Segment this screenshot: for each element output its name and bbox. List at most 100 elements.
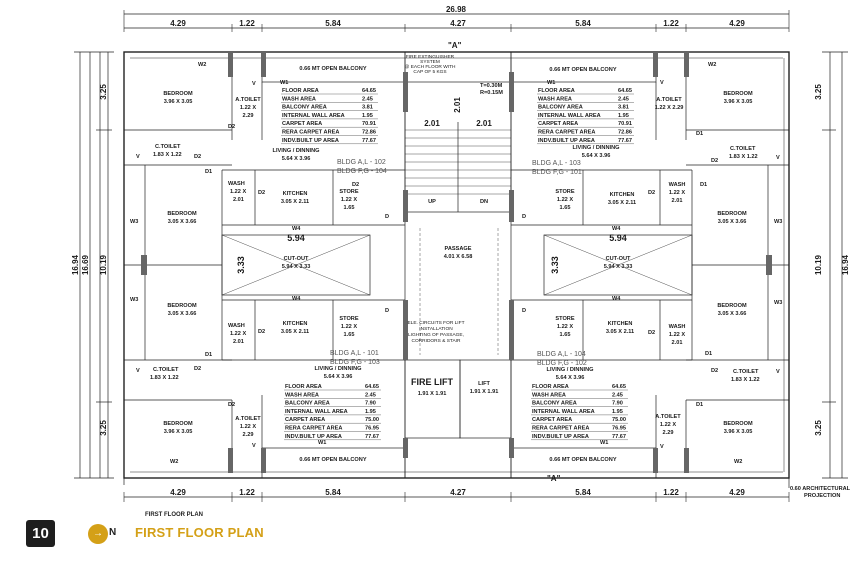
dim-bottom-5: 5.84 [575,488,591,497]
dim-bottom-1: 4.29 [170,488,186,497]
projection-line-1: 0.60 ARCHITECTURAL [790,486,851,492]
kitchen-tr: KITCHEN [610,192,635,198]
ctoilet-bl-size: 1.83 X 1.22 [150,375,179,381]
page-number: 10 [26,520,55,547]
atoilet-bl-size2: 2.29 [243,432,254,438]
area-label: CARPET AREA [532,417,572,423]
section-mark-bottom: "A" [547,474,561,483]
bedroom-br-size: 3.96 X 3.05 [724,429,753,435]
kitchen-tl-size: 3.05 X 2.11 [281,199,309,205]
mark-w2-bl: W2 [170,459,178,465]
area-label: INDV.BUILT UP AREA [538,138,595,144]
cutout-h-tr: 3.33 [550,256,560,274]
store-tl: STORE [339,189,358,195]
mark-d1-br: D1 [705,351,712,357]
bedroom-tr: BEDROOM [723,91,753,97]
ele-note-2: INSTALLATION [419,326,453,332]
fire-ext-line-2: SYSTEM [420,59,440,65]
mark-v-br: V [776,369,780,375]
north-arrow-icon: → [93,528,103,539]
mark-w4-tr2: W4 [612,296,621,302]
mark-w1-tl: W1 [280,80,288,86]
wash-tl-size1: 1.22 X [230,189,246,195]
area-value: 77.67 [365,434,379,440]
mark-v-tr2: V [776,155,780,161]
dim-right-total: 16.94 [841,254,850,275]
wash-bl-size1: 1.22 X [230,331,246,337]
ctoilet-tl: C.TOILET [155,144,181,150]
atoilet-bl: A.TOILET [235,416,261,422]
area-value: 77.67 [618,138,632,144]
wash-tr-size1: 1.22 X [669,190,685,196]
mark-w1-bl: W1 [318,440,326,446]
area-label: RERA CARPET AREA [282,130,339,136]
dim-top-4: 4.27 [450,19,466,28]
mark-d1-tr: D1 [696,131,703,137]
plan-subtitle: FIRST FLOOR PLAN [145,512,203,518]
wash-bl-size2: 2.01 [233,339,244,345]
mark-v-tr: V [660,80,664,86]
bedroom-br: BEDROOM [723,421,753,427]
bldg-bl-1: BLDG A,L - 101 [330,350,379,357]
store-tr-size2: 1.65 [560,205,571,211]
mark-d2-tl2: D2 [194,154,201,160]
bldg-br-2: BLDG F,G - 102 [537,360,587,367]
area-value: 1.95 [612,409,623,415]
plan-title: FIRST FLOOR PLAN [135,525,264,540]
mark-d2-br2: D2 [711,368,718,374]
dim-right-bottom: 3.25 [814,420,823,436]
mark-w3-br: W3 [774,300,782,306]
bedroom-br2-size: 3.05 X 3.66 [718,311,747,317]
mark-w2-tr: W2 [708,62,716,68]
mark-d-tl: D [385,214,389,220]
mark-d2-bl3: D2 [228,402,235,408]
ctoilet-br-size: 1.83 X 1.22 [731,377,760,383]
area-value: 72.86 [618,130,632,136]
area-label: INDV.BUILT UP AREA [532,434,589,440]
mark-d2-tl3: D2 [258,190,265,196]
mark-d2-bl2: D2 [194,366,201,372]
mark-w1-tr: W1 [547,80,555,86]
wash-br-size1: 1.22 X [669,332,685,338]
area-label: RERA CARPET AREA [538,130,595,136]
dim-top-1: 4.29 [170,19,186,28]
mark-w4-tl: W4 [292,226,301,232]
lift-size: 1.91 X 1.91 [470,389,499,395]
store-br-size1: 1.22 X [557,324,573,330]
mark-d2-bl: D2 [258,329,265,335]
living-tl-size: 5.64 X 3.96 [282,156,311,162]
mark-w2-br: W2 [734,459,742,465]
bldg-tr-2: BLDG F,G - 101 [532,169,582,176]
mark-d1-br2: D1 [696,402,703,408]
mark-v-tl: V [252,81,256,87]
dim-left-total: 16.94 [71,254,80,275]
area-label: BALCONY AREA [282,105,327,111]
bedroom-br2: BEDROOM [717,303,747,309]
store-tr: STORE [555,189,574,195]
mark-v-br2: V [660,444,664,450]
area-label: CARPET AREA [282,121,322,127]
dim-bottom-7: 4.29 [729,488,745,497]
cutout-w-tl: 5.94 [287,233,305,243]
area-value: 1.95 [618,113,629,119]
ctoilet-tr-size: 1.83 X 1.22 [729,154,758,160]
bedroom-bl2: BEDROOM [167,303,197,309]
fire-ext-line-3: @ EACH FLOOR WITH [405,64,457,70]
atoilet-tr-size: 1.22 X 2.29 [655,105,684,111]
living-tl: LIVING / DINNING [273,148,320,154]
mark-d2-tr: D2 [711,158,718,164]
store-tr-size1: 1.22 X [557,197,573,203]
dim-top-6: 1.22 [663,19,679,28]
mark-d1-tl: D1 [205,169,212,175]
bldg-tl-1: BLDG A,L - 102 [337,159,386,166]
ctoilet-tr: C.TOILET [730,146,756,152]
cutout-tr: CUT-OUT [606,256,631,262]
mark-w3-bl: W3 [130,297,138,303]
section-mark-top: "A" [448,41,462,50]
bedroom-bl-size: 3.96 X 3.05 [164,429,193,435]
wash-bl: WASH [228,323,245,329]
atoilet-tl: A.TOILET [235,97,261,103]
